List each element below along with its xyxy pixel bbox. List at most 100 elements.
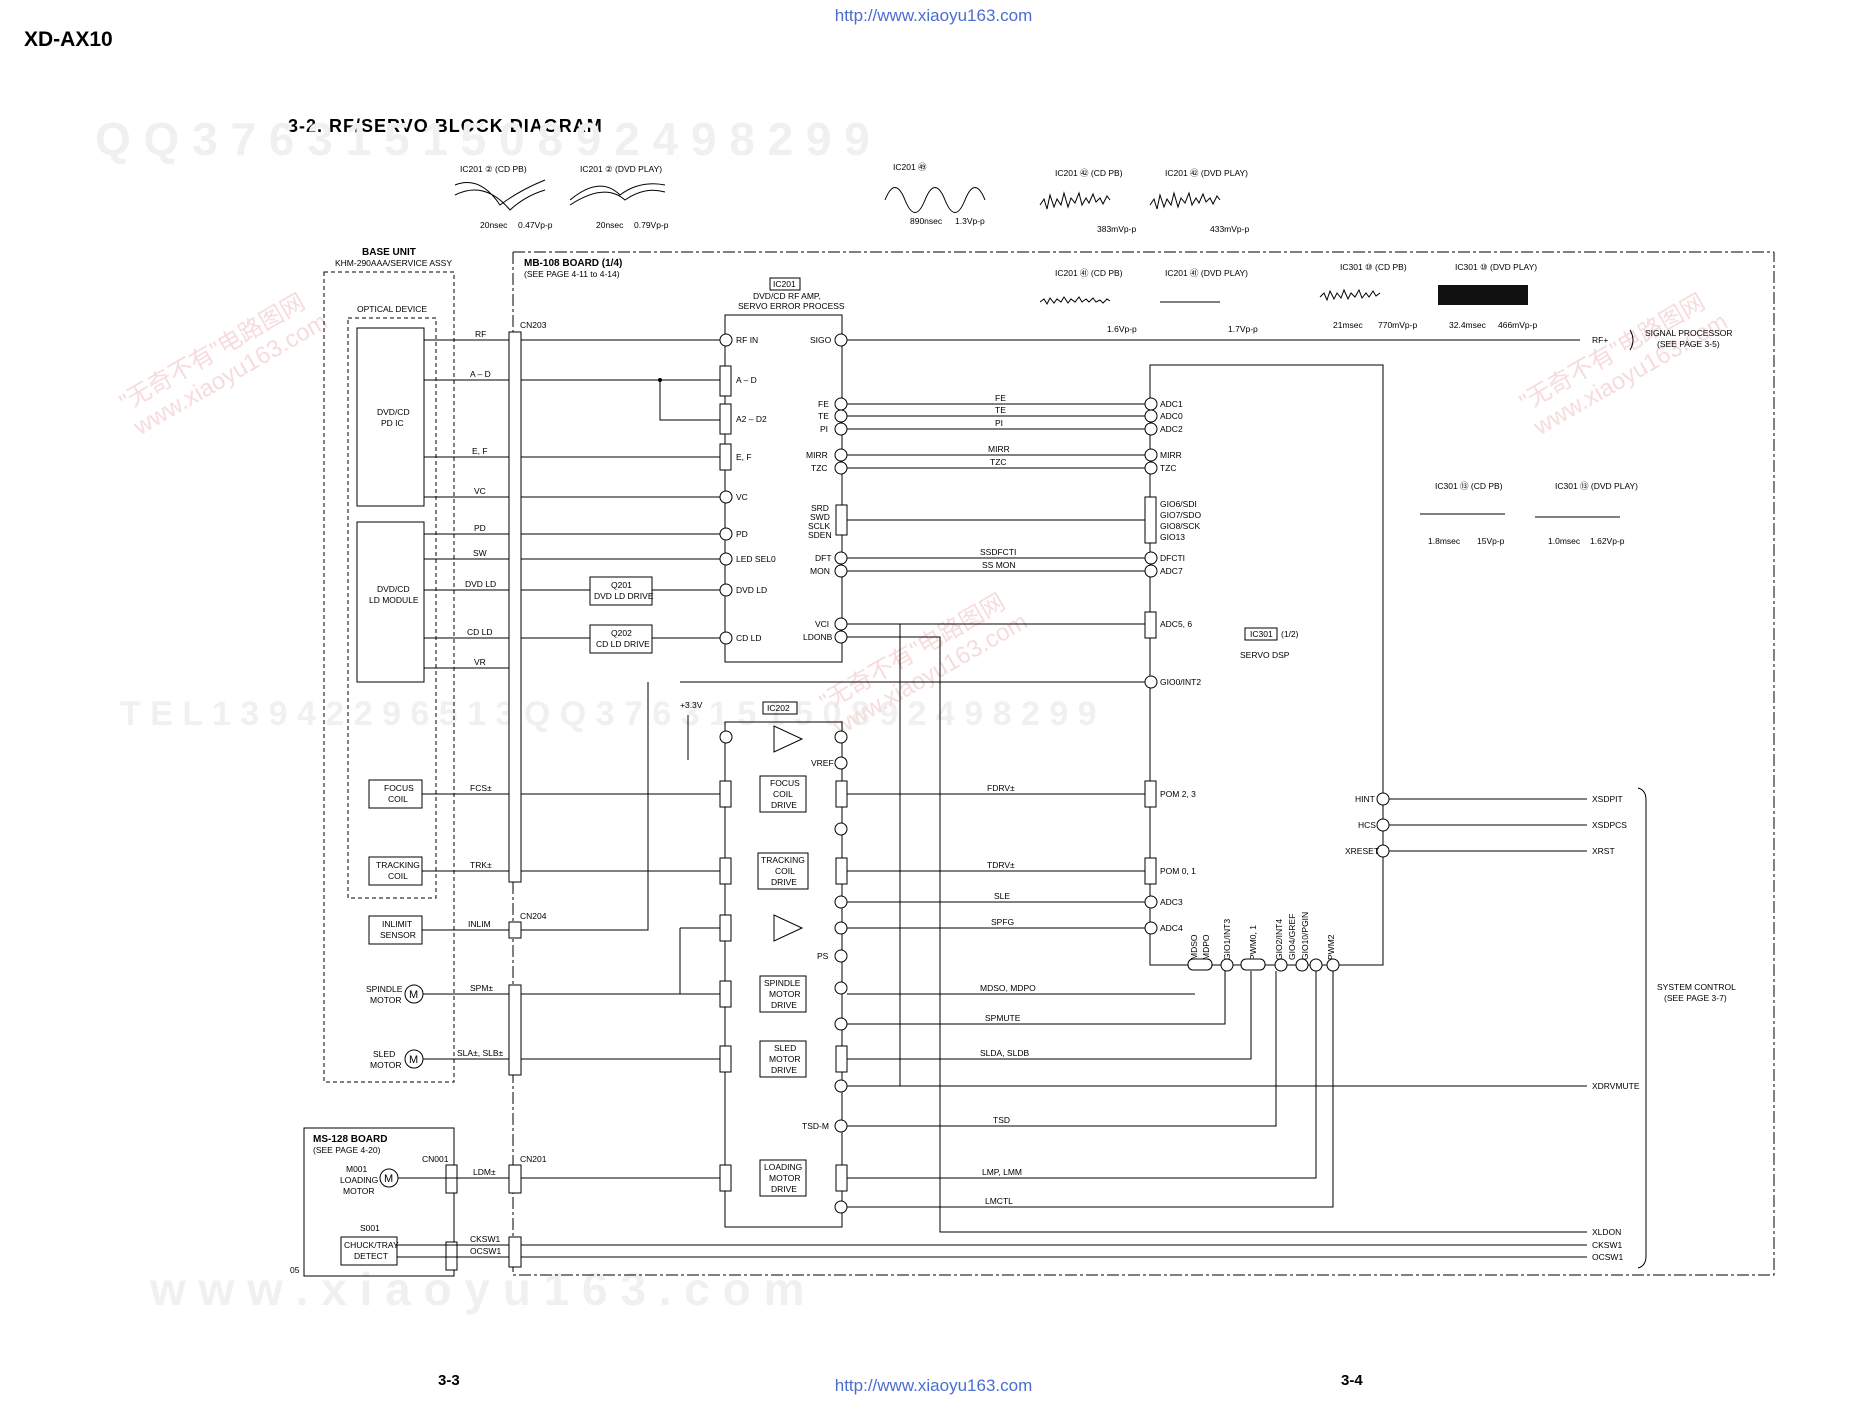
svg-text:TZC: TZC (990, 457, 1007, 467)
svg-text:GIO0/INT2: GIO0/INT2 (1160, 677, 1201, 687)
cn201-lower (508, 1236, 522, 1268)
cn001b (445, 1241, 458, 1271)
svg-text:SLDA, SLDB: SLDA, SLDB (980, 1048, 1029, 1058)
svg-text:IC301: IC301 (1250, 629, 1273, 639)
svg-text:ADC7: ADC7 (1160, 566, 1183, 576)
svg-text:SCLK: SCLK (808, 521, 831, 531)
svg-text:LD MODULE: LD MODULE (369, 595, 419, 605)
svg-text:VR: VR (474, 657, 486, 667)
waveform-label: IC201 ㊷ (DVD PLAY) (1165, 168, 1248, 178)
svg-text:CD LD DRIVE: CD LD DRIVE (596, 639, 650, 649)
svg-text:SRD: SRD (811, 503, 829, 513)
cn204-lower (508, 984, 522, 1076)
svg-text:HCS: HCS (1358, 820, 1376, 830)
svg-text:PD IC: PD IC (381, 418, 404, 428)
svg-text:IC201: IC201 (773, 279, 796, 289)
svg-text:SENSOR: SENSOR (380, 930, 416, 940)
svg-text:POM 2, 3: POM 2, 3 (1160, 789, 1196, 799)
waveform-time: 20nsec (480, 220, 508, 230)
svg-text:FE: FE (995, 393, 1006, 403)
waveform-time: 1.8msec (1428, 536, 1461, 546)
url-top-link[interactable]: http://www.xiaoyu163.com (834, 6, 1033, 25)
svg-text:MOTOR: MOTOR (370, 995, 401, 1005)
svg-text:VC: VC (736, 492, 748, 502)
waveform-label: IC201 ㊶ (DVD PLAY) (1165, 268, 1248, 278)
svg-text:TE: TE (995, 405, 1006, 415)
svg-text:COIL: COIL (388, 871, 408, 881)
mb-board-title: MB-108 BOARD (1/4) (524, 258, 622, 269)
waveform-time: 890nsec (910, 216, 943, 226)
svg-text:POM 0, 1: POM 0, 1 (1160, 866, 1196, 876)
svg-text:GIO8/SCK: GIO8/SCK (1160, 521, 1200, 531)
svg-text:SLE: SLE (994, 891, 1010, 901)
waveform-trace (454, 189, 546, 211)
cn001 (445, 1164, 458, 1194)
svg-text:OCSW1: OCSW1 (470, 1246, 501, 1256)
svg-text:FE: FE (818, 399, 829, 409)
svg-text:E, F: E, F (472, 446, 488, 456)
svg-text:GIO2/INT4: GIO2/INT4 (1274, 919, 1284, 960)
waveform-amp: 770mVp-p (1378, 320, 1417, 330)
svg-text:GIO6/SDI: GIO6/SDI (1160, 499, 1197, 509)
svg-text:PWM0, 1: PWM0, 1 (1248, 925, 1258, 960)
waveform-amp: 0.79Vp-p (634, 220, 669, 230)
base-signal-lines: RF A – D E, F VC PD SW DVD LD CD LD VR F… (397, 329, 509, 1258)
svg-text:DRIVE: DRIVE (771, 877, 797, 887)
waveform-label: IC201 ㊶ (CD PB) (1055, 268, 1123, 278)
url-bottom-link[interactable]: http://www.xiaoyu163.com (834, 1376, 1033, 1395)
svg-text:DVD/CD: DVD/CD (377, 407, 410, 417)
svg-text:PI: PI (995, 418, 1003, 428)
svg-text:GIO1/INT3: GIO1/INT3 (1222, 919, 1232, 960)
svg-text:M: M (384, 1173, 393, 1185)
svg-text:COIL: COIL (388, 794, 408, 804)
svg-text:CN001: CN001 (422, 1154, 449, 1164)
waveform-trace (1039, 296, 1111, 306)
svg-text:LMP, LMM: LMP, LMM (982, 1167, 1022, 1177)
svg-text:LOADING: LOADING (340, 1175, 378, 1185)
svg-text:MIRR: MIRR (988, 444, 1010, 454)
svg-text:MDSO: MDSO (1189, 934, 1199, 960)
optical-device-label: OPTICAL DEVICE (357, 304, 427, 314)
svg-text:SWD: SWD (810, 512, 830, 522)
opamp2 (773, 914, 804, 942)
bracket-sigproc (1629, 329, 1634, 351)
svg-text:FOCUS: FOCUS (384, 783, 414, 793)
cn204-connector (508, 921, 522, 939)
waveform-time: 20nsec (596, 220, 624, 230)
svg-text:IC202: IC202 (767, 703, 790, 713)
ic301-chip (1149, 364, 1384, 966)
waveform-amp: 15Vp-p (1477, 536, 1505, 546)
svg-text:XRST: XRST (1592, 846, 1615, 856)
svg-text:COIL: COIL (773, 789, 793, 799)
svg-text:SDEN: SDEN (808, 530, 832, 540)
ic202-chip (724, 721, 843, 1228)
svg-text:M: M (409, 989, 418, 1001)
svg-text:SIGNAL PROCESSOR: SIGNAL PROCESSOR (1645, 328, 1733, 338)
q201-box (589, 576, 653, 606)
svg-text:A2 – D2: A2 – D2 (736, 414, 767, 424)
svg-text:E, F: E, F (736, 452, 752, 462)
waveform-amp: 1.62Vp-p (1590, 536, 1625, 546)
waveform-trace (569, 183, 666, 201)
ic202-ref-box (762, 701, 798, 715)
svg-text:RF IN: RF IN (736, 335, 758, 345)
waveform-label: IC301 ⑬ (DVD PLAY) (1555, 481, 1638, 491)
svg-text:ADC2: ADC2 (1160, 424, 1183, 434)
svg-text:ADC0: ADC0 (1160, 411, 1183, 421)
svg-text:ADC1: ADC1 (1160, 399, 1183, 409)
svg-text:LDONB: LDONB (803, 632, 833, 642)
waveform-time: 21msec (1333, 320, 1364, 330)
watermark-row3: w w w . x i a o y u 1 6 3 . c o m (149, 1263, 804, 1315)
svg-text:CN201: CN201 (520, 1154, 547, 1164)
ic201-chip (724, 314, 843, 663)
svg-text:(SEE PAGE 4-20): (SEE PAGE 4-20) (313, 1145, 381, 1155)
svg-text:XRESET: XRESET (1345, 846, 1379, 856)
svg-text:SPINDLE: SPINDLE (764, 978, 801, 988)
svg-text:SIGO: SIGO (810, 335, 832, 345)
waveform-group: IC201 ② (CD PB) 20nsec 0.47Vp-p IC201 ② … (454, 162, 1638, 546)
svg-text:TRACKING: TRACKING (376, 860, 420, 870)
svg-text:SLED: SLED (373, 1049, 395, 1059)
svg-text:GIO10/PGIN: GIO10/PGIN (1300, 912, 1310, 960)
svg-text:A – D: A – D (470, 369, 491, 379)
